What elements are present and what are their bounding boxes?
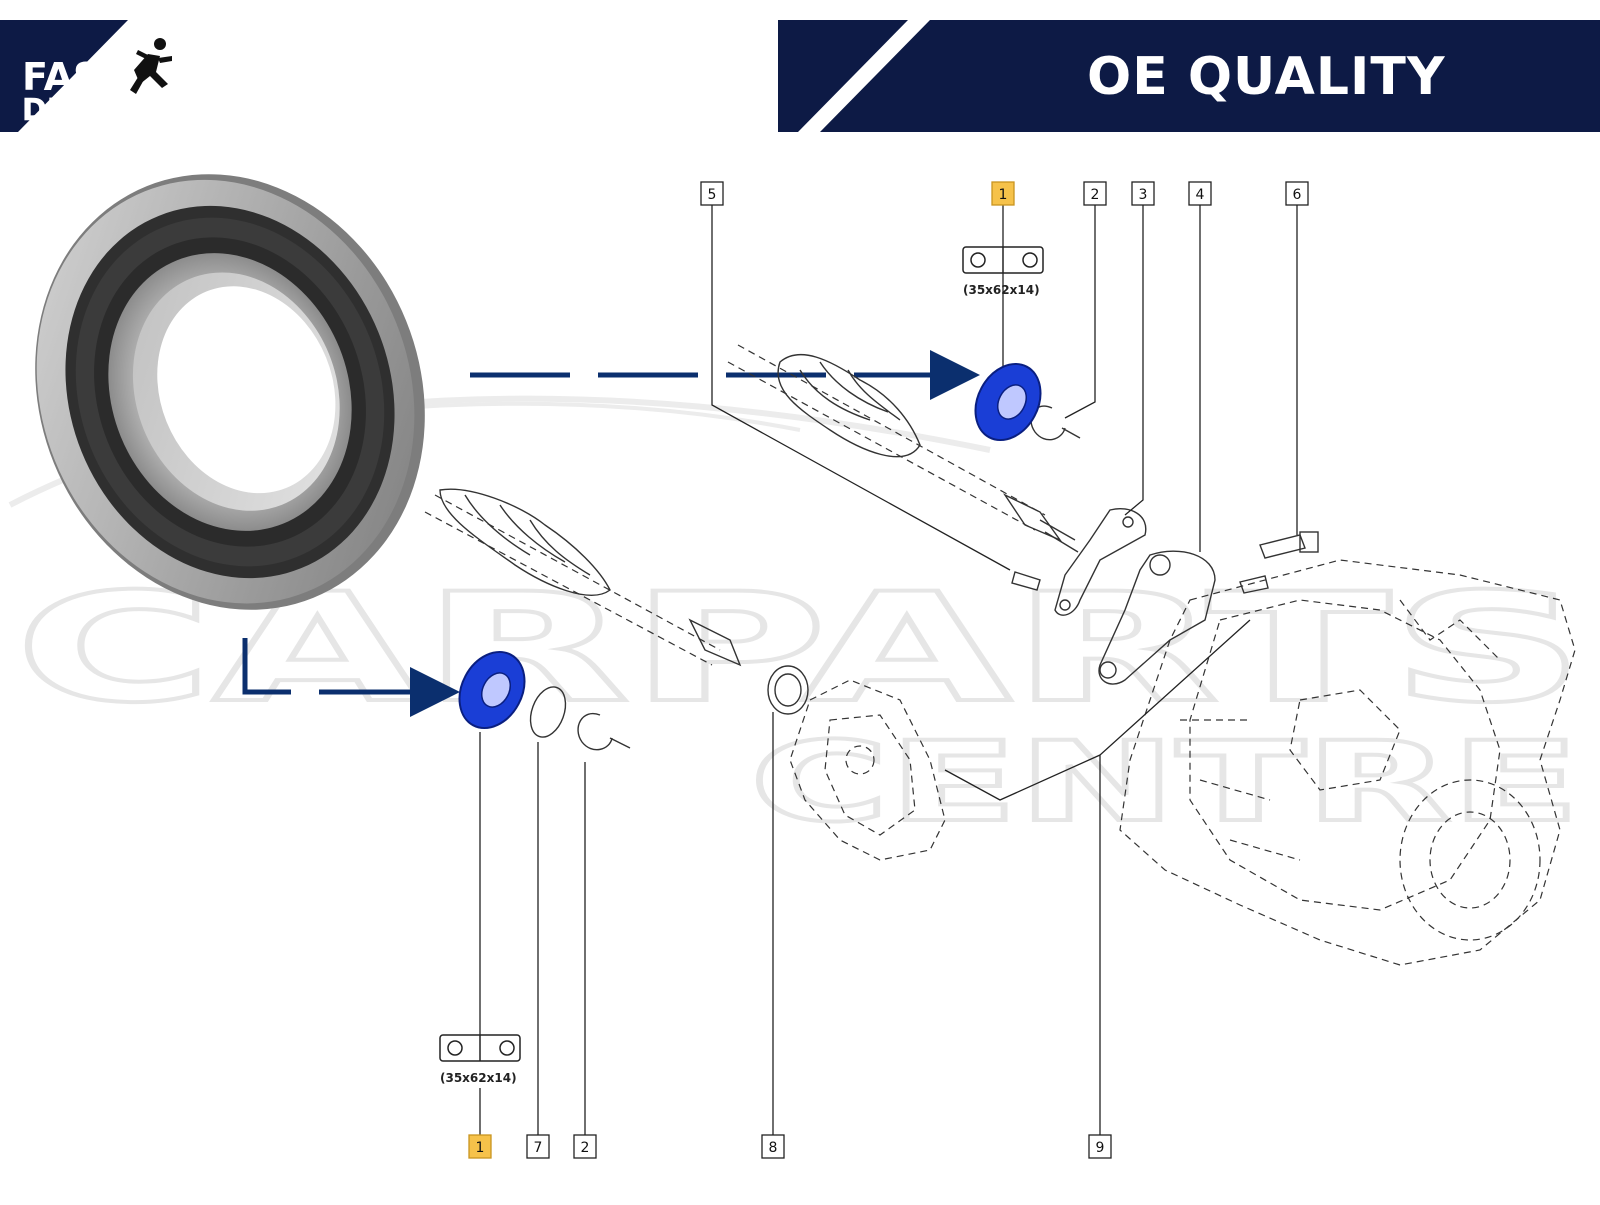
bearing-spec-label-bottom: (35x62x14) <box>440 1071 517 1085</box>
bearing-highlight-top <box>974 362 1042 442</box>
callout-number: 5 <box>708 187 717 203</box>
callout-5-top: 5 <box>700 181 724 206</box>
callouts-top: 5 1 2 3 4 6 <box>700 181 1309 206</box>
gearbox <box>1119 559 1576 966</box>
leader-5 <box>711 205 1011 571</box>
bearing-spec-bottom: (35x62x14) <box>439 1034 521 1085</box>
callout-number: 7 <box>534 1140 543 1156</box>
callout-4-top: 4 <box>1188 181 1212 206</box>
bearing-spec-label-top: (35x62x14) <box>963 283 1040 297</box>
logo-line1: FAST <box>22 55 126 99</box>
banner-title: OE QUALITY <box>1087 47 1446 107</box>
leader-9 <box>944 619 1251 1135</box>
callout-9-bottom: 9 <box>1088 1134 1112 1159</box>
circlip-top <box>1030 405 1081 441</box>
callout-7-bottom: 7 <box>526 1134 550 1159</box>
bolts <box>1011 531 1319 594</box>
callout-1-top: 1 <box>991 181 1015 206</box>
callout-number: 2 <box>581 1140 590 1156</box>
leader-2-top <box>1064 205 1096 419</box>
callout-number: 6 <box>1293 187 1302 203</box>
callout-2-bottom: 2 <box>573 1134 597 1159</box>
bearing-photo <box>35 174 425 610</box>
callout-number: 1 <box>476 1140 485 1156</box>
circlip-bottom <box>577 712 631 751</box>
lower-driveshaft <box>424 488 742 667</box>
bearing-highlight-bottom <box>458 650 526 730</box>
callout-number: 2 <box>1091 187 1100 203</box>
watermark-line2: CENTRE <box>750 718 1580 846</box>
callouts-bottom: 1 7 2 8 9 <box>468 1134 1112 1159</box>
callout-number: 8 <box>769 1140 778 1156</box>
callout-2-top: 2 <box>1083 181 1107 206</box>
engine-mount <box>1098 550 1216 685</box>
upper-driveshaft <box>727 344 1079 553</box>
callout-1-bottom: 1 <box>468 1134 492 1159</box>
callout-number: 4 <box>1196 187 1205 203</box>
oe-quality-banner: OE QUALITY <box>778 20 1600 132</box>
flange-seal <box>767 665 809 715</box>
bearing-spec-top: (35x62x14) <box>962 246 1044 297</box>
arrow-to-bottom-bearing <box>242 638 460 717</box>
differential-housing <box>789 679 946 861</box>
pointer-arrows <box>242 350 980 717</box>
logo-line2: DISPATCH <box>22 93 187 128</box>
logo-background <box>0 20 128 132</box>
callout-8-bottom: 8 <box>761 1134 785 1159</box>
leader-lines <box>479 205 1298 1135</box>
leader-3 <box>1124 205 1144 516</box>
fast-dispatch-logo: FAST DISPATCH <box>0 20 188 132</box>
runner-icon <box>130 38 172 94</box>
support-bracket <box>1054 508 1147 616</box>
o-ring <box>529 686 567 738</box>
callout-number: 3 <box>1139 187 1148 203</box>
callout-6-top: 6 <box>1285 181 1309 206</box>
callout-number: 1 <box>999 187 1008 203</box>
callout-number: 9 <box>1096 1140 1105 1156</box>
callout-3-top: 3 <box>1131 181 1155 206</box>
